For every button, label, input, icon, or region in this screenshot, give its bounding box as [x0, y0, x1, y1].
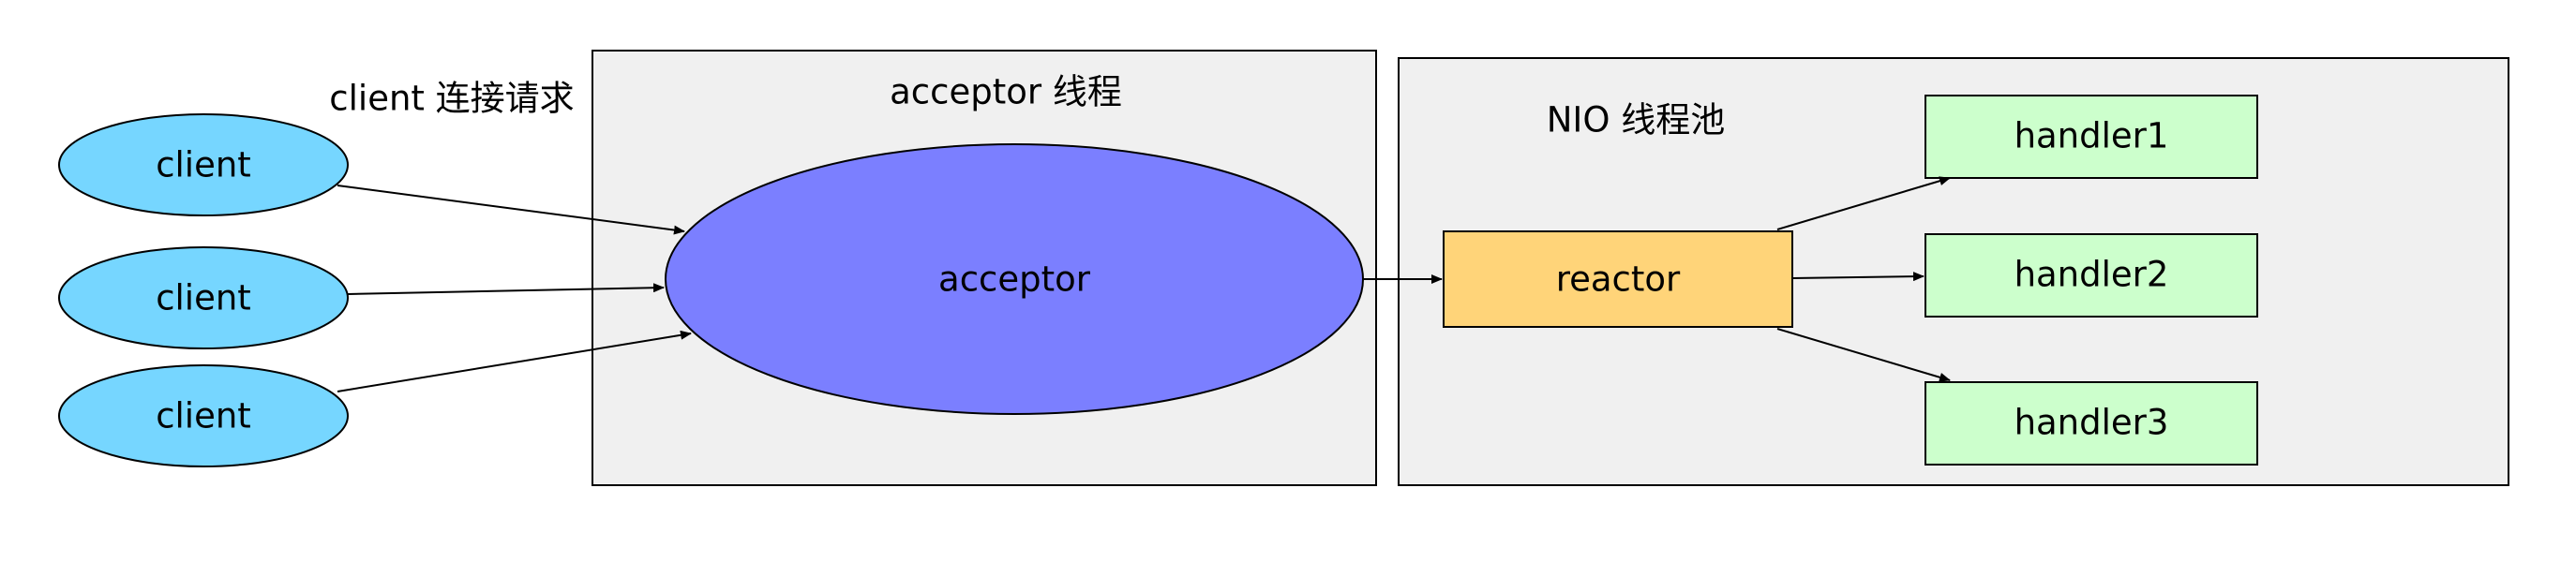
handler-label: handler2 — [2014, 255, 2169, 295]
client-ellipse — [58, 364, 349, 467]
client-label: client — [156, 145, 251, 185]
arrow-client2-to-acceptor — [347, 283, 665, 295]
arrow-reactor-to-handler1 — [1776, 176, 1951, 230]
handler-node-2: handler2 — [1925, 233, 2258, 318]
handler-label: handler1 — [2014, 116, 2169, 156]
handler-box — [1925, 381, 2258, 466]
client-request-label: client 连接请求 — [329, 79, 574, 119]
client-node-1: client — [58, 113, 349, 216]
client-node-2: client — [58, 246, 349, 349]
client-ellipse — [58, 246, 349, 349]
nio-thread-pool-title: NIO 线程池 — [1547, 100, 1725, 140]
client-ellipse — [58, 113, 349, 216]
reactor-label: reactor — [1556, 259, 1681, 300]
handler-node-1: handler1 — [1925, 95, 2258, 179]
acceptor-node: acceptor — [665, 143, 1364, 415]
acceptor-label: acceptor — [938, 259, 1091, 300]
arrow-reactor-to-handler2 — [1791, 272, 1925, 282]
handler-box — [1925, 95, 2258, 179]
handler-box — [1925, 233, 2258, 318]
client-node-3: client — [58, 364, 349, 467]
client-label: client — [156, 278, 251, 318]
acceptor-thread-title: acceptor 线程 — [890, 72, 1122, 112]
reactor-node: reactor — [1443, 230, 1793, 328]
arrow-client3-to-acceptor — [337, 330, 692, 392]
handler-node-3: handler3 — [1925, 381, 2258, 466]
arrow-reactor-to-handler3 — [1776, 328, 1951, 382]
reactor-box — [1443, 230, 1793, 328]
handler-label: handler3 — [2014, 403, 2169, 443]
client-label: client — [156, 396, 251, 436]
arrow-client1-to-acceptor — [337, 185, 685, 235]
